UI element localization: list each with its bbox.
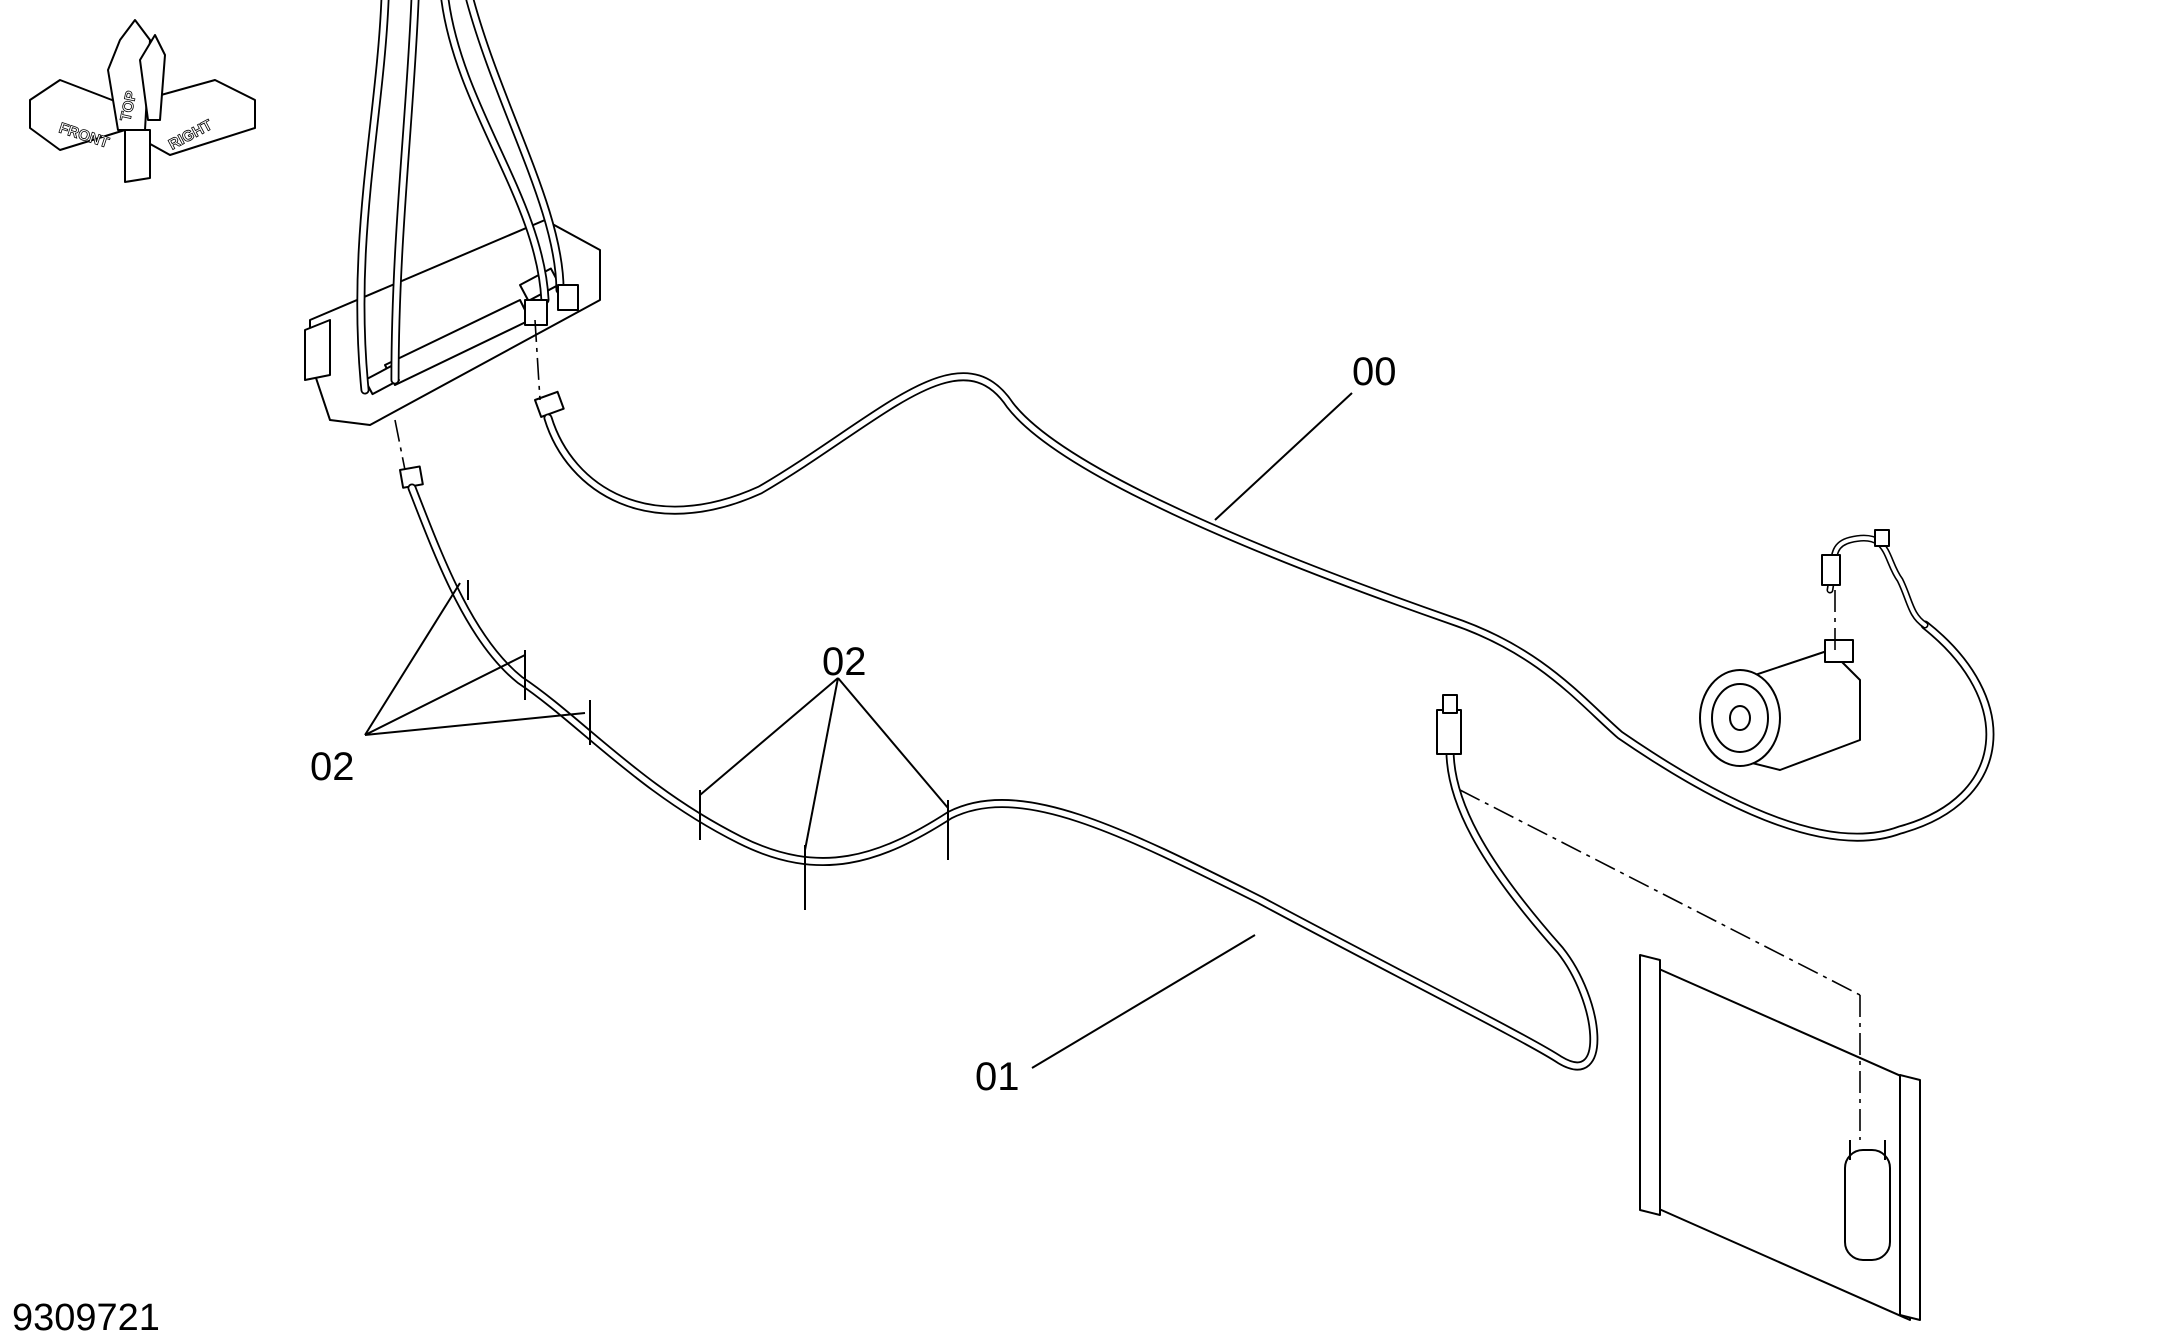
orientation-symbol: FRONT RIGHT TOP (29, 19, 256, 183)
compressor (1699, 529, 1929, 771)
leader-02-right-b (804, 677, 839, 851)
leader-00 (1214, 392, 1353, 521)
hose-00 (534, 372, 1995, 842)
callout-02-left: 02 (310, 745, 355, 789)
condenser (1639, 954, 1921, 1321)
leader-02-left-a (364, 582, 461, 736)
cab-bracket (304, 0, 601, 426)
callout-02-center: 02 (822, 640, 867, 684)
callout-01: 01 (975, 1055, 1020, 1099)
callout-00: 00 (1352, 350, 1397, 394)
hose-01 (399, 465, 1599, 1071)
leader-02-left-b (364, 654, 526, 736)
figure-number: 9309721 (12, 1297, 160, 1339)
alignment-line-bracket-left (394, 419, 406, 471)
leader-02-left-c (364, 712, 586, 736)
leader-01 (1031, 934, 1256, 1069)
alignment-line-bracket-right (534, 319, 541, 401)
leader-02-right-a (699, 677, 839, 796)
orientation-top-label: TOP (117, 89, 140, 122)
leader-02-right-c (837, 677, 949, 809)
